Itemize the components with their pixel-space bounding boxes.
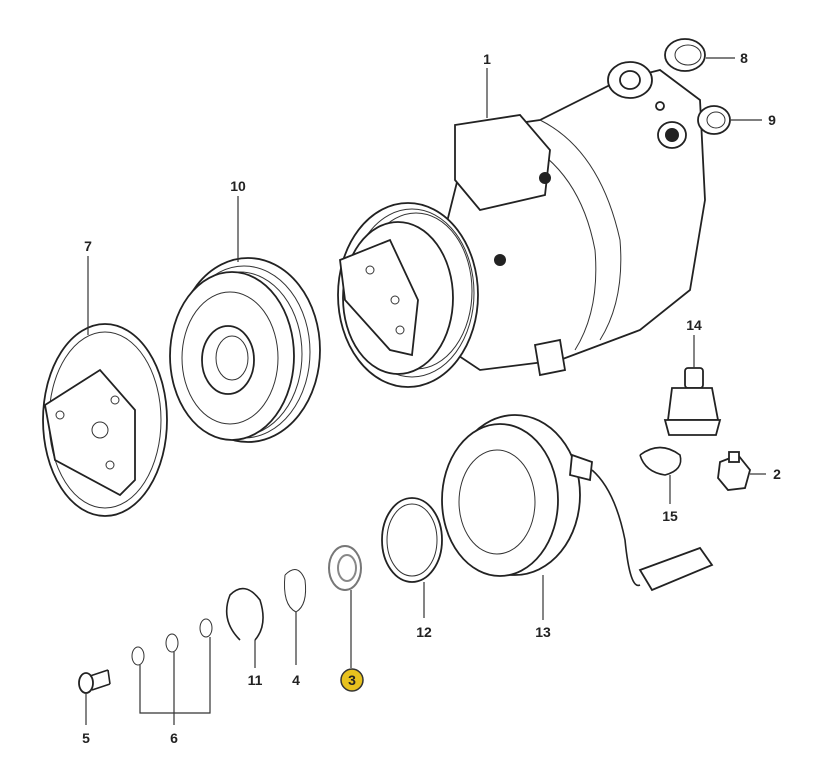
label-15: 15 (662, 508, 678, 524)
part-1-compressor[interactable] (337, 61, 706, 388)
label-14: 14 (686, 317, 702, 333)
part-8-seal-ring[interactable] (664, 38, 706, 72)
part-4-shim[interactable] (284, 569, 307, 613)
part-3-bearing[interactable] (328, 545, 362, 591)
label-2: 2 (773, 466, 781, 482)
label-3: 3 (348, 672, 356, 688)
label-5: 5 (82, 730, 90, 746)
label-6: 6 (170, 730, 178, 746)
highlighted-part-badge[interactable]: 3 (340, 668, 364, 692)
label-8: 8 (740, 50, 748, 66)
label-13: 13 (535, 624, 551, 640)
label-10: 10 (230, 178, 246, 194)
part-14-valve[interactable] (663, 367, 722, 436)
part-12-ring[interactable] (381, 497, 443, 583)
label-4: 4 (292, 672, 300, 688)
part-7-clutch-plate[interactable] (42, 323, 168, 517)
part-10-pulley[interactable] (169, 257, 321, 443)
part-11-snap-ring[interactable] (225, 587, 264, 641)
part-13-magnetic-coil[interactable] (441, 414, 714, 592)
label-9: 9 (768, 112, 776, 128)
part-2-plug[interactable] (717, 451, 751, 491)
part-9-seal-ring[interactable] (697, 105, 731, 135)
part-5-bolt[interactable] (78, 669, 111, 694)
label-12: 12 (416, 624, 432, 640)
label-1: 1 (483, 51, 491, 67)
part-15-circlip[interactable] (639, 446, 682, 476)
label-7: 7 (84, 238, 92, 254)
part-6-shims[interactable] (131, 618, 213, 666)
label-11: 11 (248, 672, 263, 688)
